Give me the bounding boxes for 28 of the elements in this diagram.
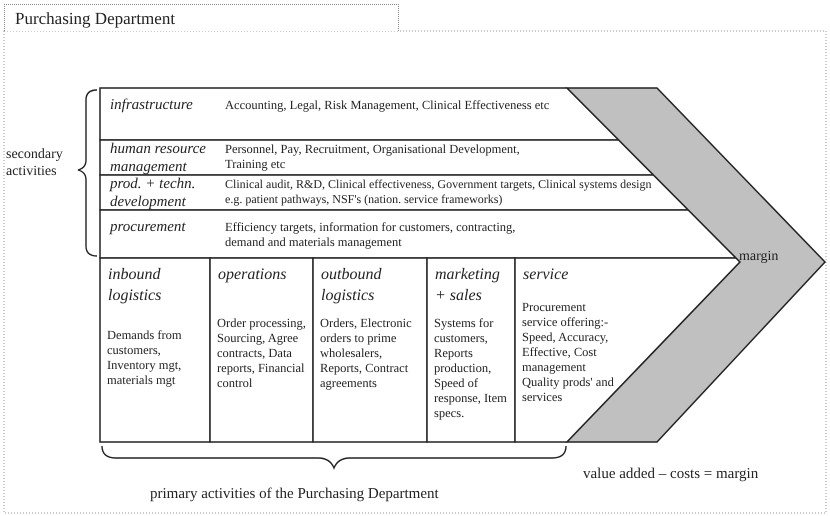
activity-description: Personnel, Pay, Recruitment, Organisational Development, Training etc: [225, 142, 521, 172]
activity-description: Efficiency targets, information for customers, contracting, demand and materials management: [225, 220, 516, 250]
primary-activity-column: [515, 258, 740, 442]
margin-label: margin: [739, 248, 778, 265]
bottom-label: primary activities of the Purchasing Department: [150, 486, 439, 503]
activity-heading: marketing + sales: [435, 265, 501, 306]
activity-heading: operations: [218, 265, 288, 285]
secondary-activity-band: [100, 140, 654, 175]
formula-note: value added – costs = margin: [583, 466, 758, 483]
activity-description: Order processing, Sourcing, Agree contracts, Data reports, Financial control: [217, 316, 307, 391]
activity-description: Clinical audit, R&D, Clinical effectiveness, Government targets, Clinical systems design e.g. patient pathways, NSF's (nation. service frameworks): [225, 177, 652, 207]
activity-heading: outbound logistics: [321, 265, 382, 306]
secondary-activity-band: [100, 210, 736, 258]
activity-heading: inbound logistics: [108, 265, 162, 306]
title-tab: Purchasing Department: [4, 4, 399, 31]
primary-activity-column: [100, 258, 210, 442]
secondary-activity-band: [100, 88, 619, 140]
activity-description: Demands from customers, Inventory mgt, materials mgt: [107, 328, 183, 388]
activity-description: Orders, Electronic orders to prime wholesalers, Reports, Contract agreements: [320, 316, 413, 391]
activity-heading: service: [523, 265, 570, 285]
activity-description: Systems for customers, Reports production, Speed of response, Item specs.: [434, 316, 508, 421]
activity-description: Procurement service offering:- Speed, Accuracy, Effective, Cost management Quality prods' and services: [522, 300, 614, 405]
side-label: secondary activities: [6, 146, 64, 180]
secondary-activity-band: [100, 175, 688, 210]
primary-activity-column: [313, 258, 427, 442]
activity-description: Accounting, Legal, Risk Management, Clinical Effectiveness etc: [225, 98, 550, 113]
primary-activity-column: [427, 258, 515, 442]
primary-activity-column: [210, 258, 313, 442]
